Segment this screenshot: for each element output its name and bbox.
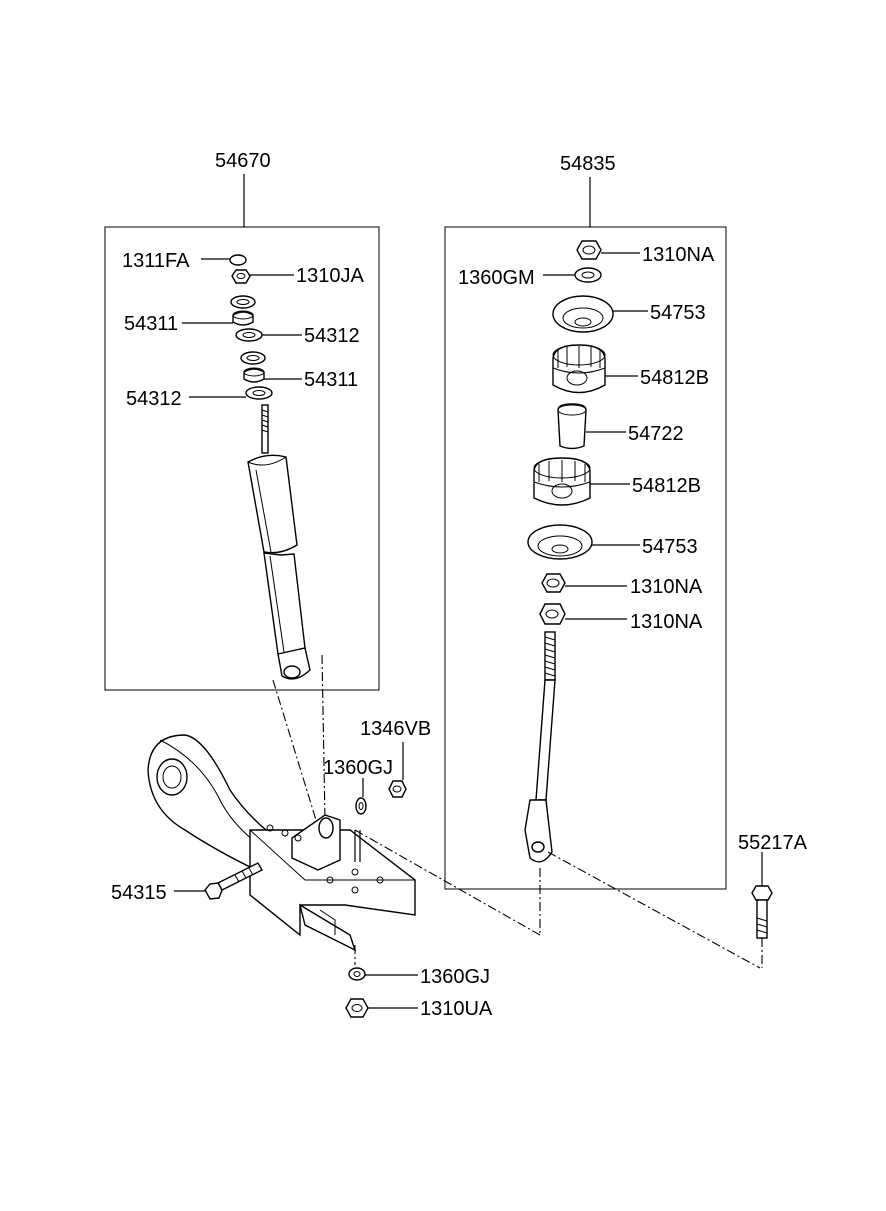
stabilizer-link-group: 54835 1310NA 1360GM 54753 [444,153,761,969]
spring-bracket[interactable] [147,734,416,952]
shock-absorber-frame [104,226,380,691]
bolt-54315[interactable] [174,862,263,900]
washer-1360GM[interactable] [543,267,602,283]
bushing-54812B-bottom[interactable] [533,457,630,506]
label-1360GJ-top[interactable]: 1360GJ [323,757,393,779]
washer-54312-bottom[interactable] [189,386,273,400]
washer-middle[interactable] [240,351,266,365]
washer-upper[interactable] [230,295,256,309]
washer-1360GJ-bottom[interactable] [348,967,418,981]
retainer-54753-bottom[interactable] [527,524,640,560]
label-54312-top[interactable]: 54312 [304,325,360,347]
label-54722[interactable]: 54722 [628,423,684,445]
label-54753-top[interactable]: 54753 [650,302,706,324]
washer-54312-top[interactable] [235,328,302,342]
washer-1360GJ-top[interactable] [355,778,367,815]
shock-absorber-body[interactable] [247,404,311,680]
label-54315[interactable]: 54315 [111,882,167,904]
retainer-54753-top[interactable] [552,295,648,333]
stabilizer-link-frame [444,226,727,890]
shock-absorber-group: 54670 1311FA 1310JA 54311 [104,150,380,821]
nut-1346VB[interactable] [388,742,407,798]
label-54812B-bottom[interactable]: 54812B [632,475,701,497]
label-1360GM[interactable]: 1360GM [458,267,535,289]
nut-1310NA-bottom[interactable] [539,603,627,625]
stabilizer-link-rod[interactable] [524,631,556,863]
label-54311-top[interactable]: 54311 [124,313,178,335]
bolt-55217A[interactable] [751,852,773,968]
nut-1310NA-mid[interactable] [541,573,627,593]
sleeve-54722[interactable] [557,403,626,450]
nut-1311FA[interactable] [201,254,247,266]
label-1310JA[interactable]: 1310JA [296,265,364,287]
assembly-label-54835[interactable]: 54835 [560,153,616,175]
label-1310NA-bottom[interactable]: 1310NA [630,611,703,633]
label-1360GJ-bottom[interactable]: 1360GJ [420,966,490,988]
label-55217A[interactable]: 55217A [738,832,808,854]
label-54311-bottom[interactable]: 54311 [304,369,358,391]
label-1310UA[interactable]: 1310UA [420,998,493,1020]
bushing-54311-top[interactable] [182,310,254,326]
label-1346VB[interactable]: 1346VB [360,718,431,740]
nut-1310JA[interactable] [231,269,294,284]
nut-1310NA-top[interactable] [576,240,640,260]
label-54312-bottom[interactable]: 54312 [126,388,182,410]
bushing-54812B-top[interactable] [552,344,638,394]
label-1310NA-mid[interactable]: 1310NA [630,576,703,598]
label-54753-bottom[interactable]: 54753 [642,536,698,558]
bushing-54311-bottom[interactable] [243,367,302,383]
label-54812B-top[interactable]: 54812B [640,367,709,389]
assembly-label-54670[interactable]: 54670 [215,150,271,172]
label-1311FA[interactable]: 1311FA [122,250,190,272]
nut-1310UA[interactable] [345,998,418,1018]
label-1310NA-top[interactable]: 1310NA [642,244,715,266]
